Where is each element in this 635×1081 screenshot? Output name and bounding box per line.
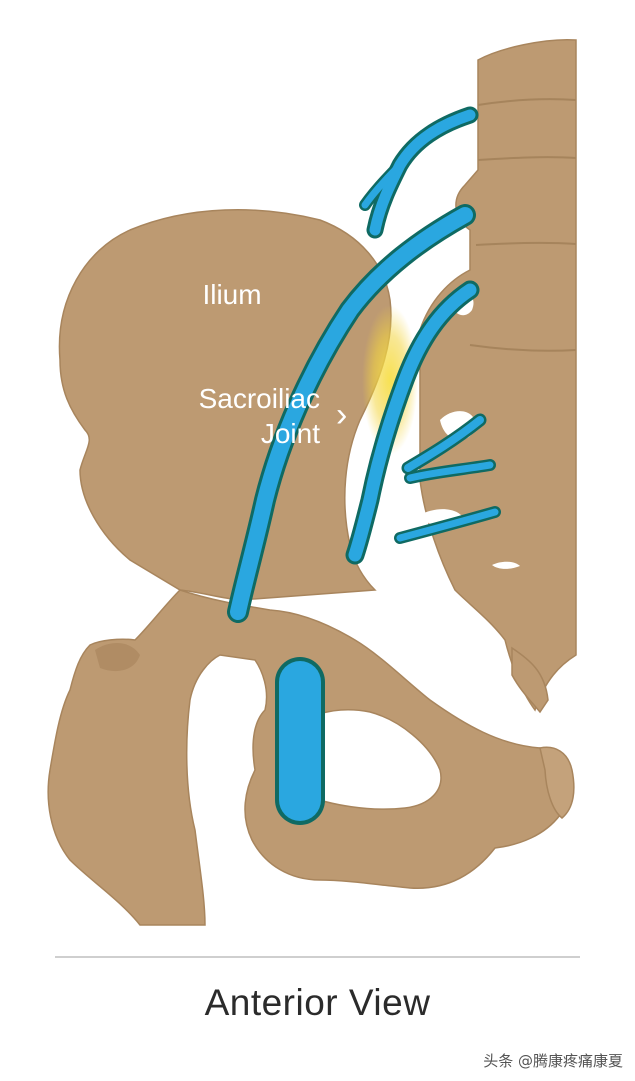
vertebra-line-2 xyxy=(477,156,577,161)
mid-branch xyxy=(348,283,477,562)
sacroiliac-label-line1: Sacroiliac xyxy=(199,383,320,414)
lateral-branch-c xyxy=(396,508,499,542)
sacroiliac-joint-highlight xyxy=(362,305,418,455)
pubic-symphysis-end xyxy=(539,746,575,819)
upper-side-branch xyxy=(361,161,404,209)
lumbar-spine-shape xyxy=(419,38,577,712)
watermark-text: 头条 @腾康疼痛康夏 xyxy=(483,1052,623,1070)
sacroiliac-pointer-icon: › xyxy=(336,396,347,434)
ilium-label: Ilium xyxy=(202,279,261,310)
iliac-vessels xyxy=(227,106,501,825)
vertebra-line-4 xyxy=(469,344,577,352)
lateral-branch-a xyxy=(404,416,484,472)
spine-sacrum xyxy=(419,38,577,714)
sacroiliac-label-line2: Joint xyxy=(261,418,320,449)
ilium-bone xyxy=(58,209,392,601)
acetabulum-rim xyxy=(95,643,140,672)
iliac-wing-shape xyxy=(58,209,392,601)
external-iliac-vessel xyxy=(230,207,473,620)
caption-divider xyxy=(55,956,580,958)
lateral-branch-b xyxy=(406,461,494,482)
vertebra-line-1 xyxy=(477,98,577,106)
sacral-foramen-4 xyxy=(492,561,520,569)
view-caption: Anterior View xyxy=(204,982,431,1023)
vertebra-line-3 xyxy=(475,241,577,246)
coccyx-tip xyxy=(511,646,549,714)
